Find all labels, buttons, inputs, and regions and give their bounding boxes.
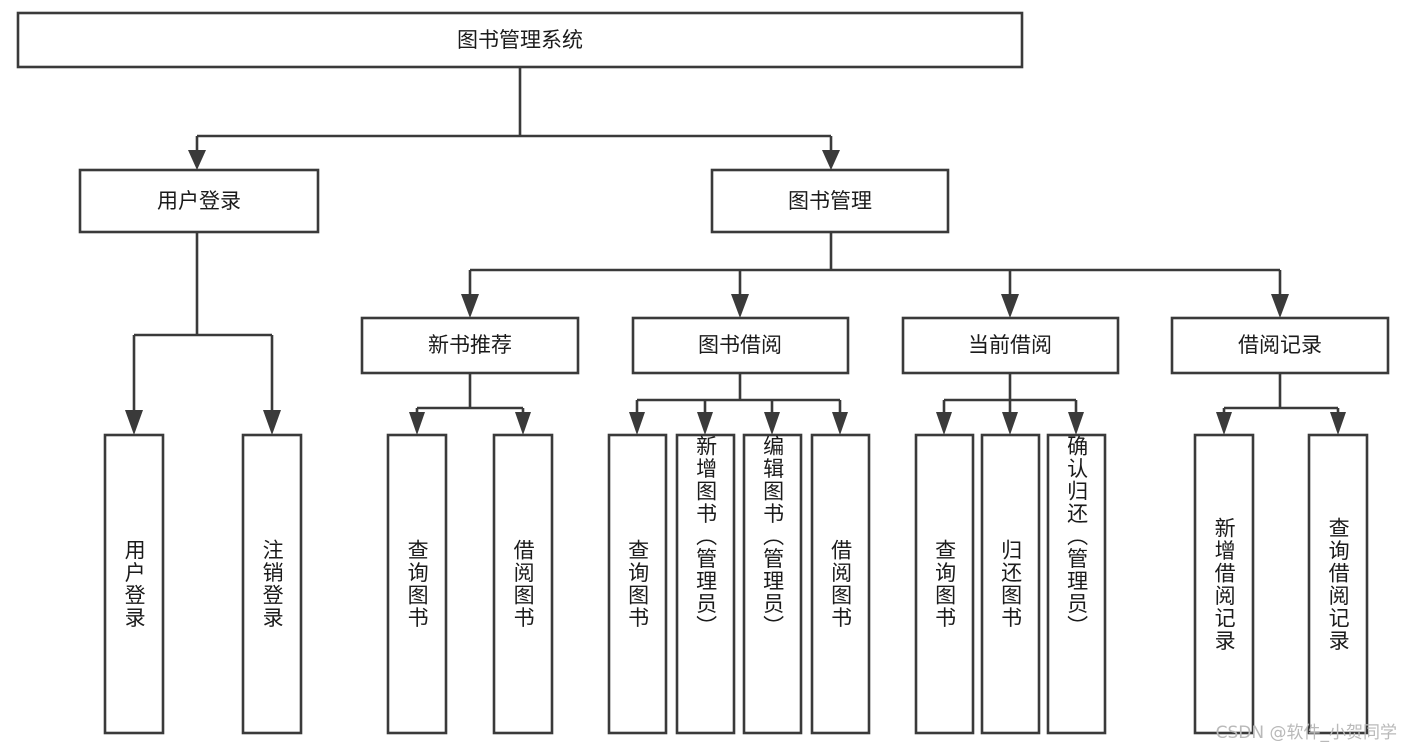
arrow-leaf-book-borrow-4	[832, 412, 848, 435]
arrow-to-user-login	[188, 150, 206, 170]
arrow-leaf-user-login-2	[263, 410, 281, 435]
arrow-leaf-borrow-record-2	[1330, 412, 1346, 435]
leaf-book-borrow-3[interactable]	[742, 433, 803, 735]
arrow-leaf-current-borrow-2	[1002, 412, 1018, 435]
arrow-leaf-current-borrow-1	[936, 412, 952, 435]
node-new-book-recommend-label: 新书推荐	[428, 333, 512, 357]
leaf-current-borrow-1[interactable]	[914, 433, 975, 735]
arrow-to-new-book	[461, 294, 479, 318]
leaf-book-borrow-1[interactable]	[607, 433, 668, 735]
csdn-watermark: CSDN @软件_小贺同学	[1215, 723, 1397, 743]
node-new-book-recommend[interactable]	[360, 316, 580, 375]
leaf-user-login-2[interactable]	[241, 433, 303, 735]
leaf-new-book-2[interactable]	[492, 433, 554, 735]
arrow-to-borrow-record	[1271, 294, 1289, 318]
arrow-leaf-new-book-1	[409, 412, 425, 435]
leaf-user-login-1[interactable]	[103, 433, 165, 735]
node-user-login[interactable]	[78, 168, 320, 234]
node-root-label: 图书管理系统	[457, 28, 583, 52]
node-book-borrow[interactable]	[631, 316, 850, 375]
leaf-book-borrow-2[interactable]	[675, 433, 736, 735]
leaf-book-borrow-4[interactable]	[810, 433, 871, 735]
connector-layer	[125, 67, 1346, 435]
arrow-to-current-borrow	[1001, 294, 1019, 318]
leaf-current-borrow-2[interactable]	[980, 433, 1041, 735]
arrow-to-book-manage	[822, 150, 840, 170]
node-root[interactable]	[16, 11, 1024, 69]
node-borrow-record[interactable]	[1170, 316, 1390, 375]
node-borrow-record-label: 借阅记录	[1238, 333, 1322, 357]
leaf-current-borrow-3[interactable]	[1046, 433, 1107, 735]
leaf-borrow-record-1[interactable]	[1193, 433, 1255, 735]
arrow-to-book-borrow	[731, 294, 749, 318]
node-book-manage-label: 图书管理	[788, 189, 872, 213]
node-current-borrow-label: 当前借阅	[968, 333, 1052, 357]
arrow-leaf-new-book-2	[515, 412, 531, 435]
arrow-leaf-borrow-record-1	[1216, 412, 1232, 435]
leaf-new-book-1[interactable]	[386, 433, 448, 735]
node-book-manage[interactable]	[710, 168, 950, 234]
arrow-leaf-current-borrow-3	[1068, 412, 1084, 435]
leaf-borrow-record-2[interactable]	[1307, 433, 1369, 735]
node-layer: 图书管理系统 用户登录 图书管理 新书推荐 图书借阅 当前借阅 借阅记录	[16, 11, 1390, 735]
node-user-login-label: 用户登录	[157, 189, 241, 213]
arrow-leaf-book-borrow-1	[629, 412, 645, 435]
arrow-leaf-book-borrow-3	[764, 412, 780, 435]
arrow-leaf-user-login-1	[125, 410, 143, 435]
node-book-borrow-label: 图书借阅	[698, 333, 782, 357]
node-current-borrow[interactable]	[901, 316, 1120, 375]
arrow-leaf-book-borrow-2	[697, 412, 713, 435]
